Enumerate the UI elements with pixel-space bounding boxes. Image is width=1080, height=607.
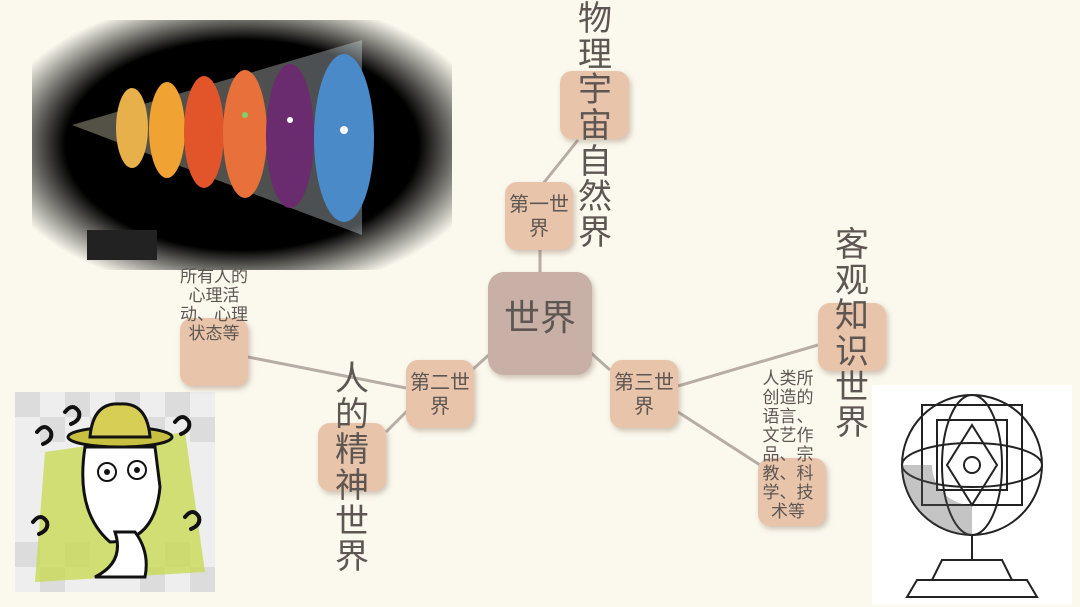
world2-detail-node[interactable]: [180, 318, 248, 386]
universe-timeline-image: [32, 20, 452, 270]
world2-detail-label: 所有人的心理活动、心理状态等: [180, 267, 248, 345]
edge-world2-detail: [247, 355, 407, 390]
root-label: 世界: [503, 298, 576, 339]
world3-child-node[interactable]: [818, 303, 886, 371]
world2-child-label: 人的精神世界: [335, 359, 369, 578]
world3-node[interactable]: [610, 360, 678, 428]
world3-detail-label: 人类所创造的语言、文艺作品、宗教、科学、技术等: [762, 369, 814, 523]
world3-label: 第三世界: [614, 370, 674, 418]
world1-child-node[interactable]: [560, 71, 629, 139]
confused-man-cartoon-image: [15, 392, 215, 592]
world1-label: 第一世界: [509, 192, 569, 240]
world2-node[interactable]: [406, 360, 474, 428]
armillary-sphere-image: [872, 385, 1072, 605]
edge-world3-detail: [677, 410, 761, 467]
edge-world1-child: [540, 139, 580, 186]
edge-world3-child: [677, 343, 819, 388]
root-node[interactable]: [488, 272, 592, 375]
world2-child-node[interactable]: [318, 423, 386, 491]
world3-child-label: 客观知识世界: [835, 225, 869, 444]
world3-detail-node[interactable]: [758, 458, 826, 526]
world2-label: 第二世界: [410, 370, 470, 418]
edge-world2-child: [384, 408, 410, 434]
world1-node[interactable]: [505, 182, 573, 250]
world1-child-label: 物理宇宙自然界: [578, 0, 612, 254]
